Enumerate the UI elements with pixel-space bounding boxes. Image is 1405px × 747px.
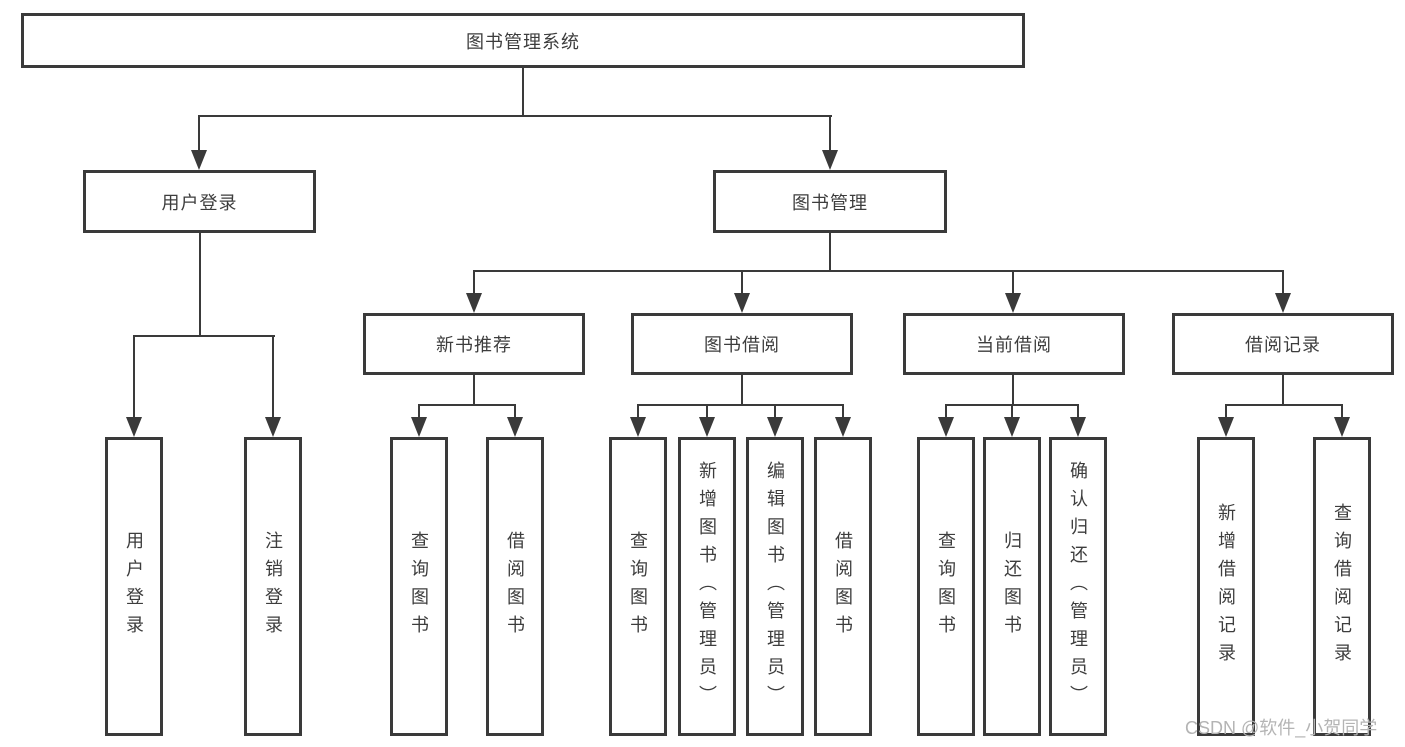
node-current-borrowing: 当前借阅 — [903, 313, 1125, 375]
connector-drop-leaf — [842, 404, 844, 419]
connector-drop-book-management — [829, 115, 831, 152]
connector-drop-new-books — [473, 270, 475, 295]
connector-current-stem — [1012, 375, 1014, 406]
arrow-down-icon — [1070, 417, 1086, 437]
arrow-down-icon — [835, 417, 851, 437]
connector-records-stem — [1282, 375, 1284, 406]
node-label: 确认归还（管理员） — [1068, 460, 1088, 713]
connector-drop-leaf — [133, 335, 135, 419]
connector-drop-current — [1012, 270, 1014, 295]
node-label: 查询借阅记录 — [1332, 502, 1352, 671]
node-label: 归还图书 — [1002, 530, 1022, 643]
node-label: 图书借阅 — [704, 335, 780, 355]
arrow-down-icon — [265, 417, 281, 437]
connector-drop-leaf — [418, 404, 420, 419]
arrow-down-icon — [1004, 417, 1020, 437]
leaf-borrow-books-borrowing: 借阅图书 — [814, 437, 872, 736]
connector-bookmgmt-stem — [829, 233, 831, 272]
arrow-down-icon — [1334, 417, 1350, 437]
connector-userlogin-hline — [133, 335, 275, 337]
connector-root-stem — [522, 68, 524, 117]
leaf-query-borrow-record: 查询借阅记录 — [1313, 437, 1371, 736]
connector-borrowing-stem — [741, 375, 743, 406]
arrow-down-icon — [126, 417, 142, 437]
node-label: 图书管理 — [792, 192, 868, 213]
node-label: 借阅图书 — [833, 530, 853, 643]
connector-drop-leaf — [945, 404, 947, 419]
node-book-borrowing: 图书借阅 — [631, 313, 853, 375]
arrow-down-icon — [822, 150, 838, 170]
arrow-down-icon — [1218, 417, 1234, 437]
leaf-return-book: 归还图书 — [983, 437, 1041, 736]
watermark: CSDN @软件_小贺同学 — [1185, 718, 1378, 738]
connector-records-hline — [1225, 404, 1343, 406]
connector-bookmgmt-hline — [473, 270, 1284, 272]
node-label: 注销登录 — [263, 530, 283, 643]
node-borrowing-records: 借阅记录 — [1172, 313, 1394, 375]
node-label: 新增借阅记录 — [1216, 502, 1236, 671]
leaf-add-book-admin: 新增图书（管理员） — [678, 437, 736, 736]
node-label: 借阅图书 — [505, 530, 525, 643]
node-library-system: 图书管理系统 — [21, 13, 1025, 68]
arrow-down-icon — [699, 417, 715, 437]
leaf-confirm-return-admin: 确认归还（管理员） — [1049, 437, 1107, 736]
connector-root-hline — [198, 115, 832, 117]
arrow-down-icon — [507, 417, 523, 437]
connector-newbooks-stem — [473, 375, 475, 406]
connector-drop-leaf — [774, 404, 776, 419]
arrow-down-icon — [411, 417, 427, 437]
node-new-book-recommend: 新书推荐 — [363, 313, 585, 375]
arrow-down-icon — [938, 417, 954, 437]
connector-drop-leaf — [1225, 404, 1227, 419]
leaf-query-books-current: 查询图书 — [917, 437, 975, 736]
node-label: 查询图书 — [628, 530, 648, 643]
arrow-down-icon — [767, 417, 783, 437]
node-label: 查询图书 — [409, 530, 429, 643]
connector-drop-leaf — [1341, 404, 1343, 419]
node-label: 新增图书（管理员） — [697, 460, 717, 713]
node-label: 用户登录 — [124, 530, 144, 643]
node-label: 图书管理系统 — [466, 31, 580, 52]
node-book-management: 图书管理 — [713, 170, 947, 233]
leaf-edit-book-admin: 编辑图书（管理员） — [746, 437, 804, 736]
leaf-borrow-books-recommend: 借阅图书 — [486, 437, 544, 736]
connector-newbooks-hline — [418, 404, 516, 406]
connector-drop-leaf — [706, 404, 708, 419]
node-label: 借阅记录 — [1245, 335, 1321, 355]
arrow-down-icon — [1005, 293, 1021, 313]
connector-drop-records — [1282, 270, 1284, 295]
arrow-down-icon — [630, 417, 646, 437]
arrow-down-icon — [1275, 293, 1291, 313]
arrow-down-icon — [191, 150, 207, 170]
connector-drop-leaf — [637, 404, 639, 419]
leaf-user-login: 用户登录 — [105, 437, 163, 736]
node-label: 当前借阅 — [976, 335, 1052, 355]
connector-drop-leaf — [514, 404, 516, 419]
connector-userlogin-stem — [199, 233, 201, 337]
node-label: 用户登录 — [161, 192, 238, 213]
node-label: 查询图书 — [936, 530, 956, 643]
leaf-query-books-borrowing: 查询图书 — [609, 437, 667, 736]
connector-drop-leaf — [1077, 404, 1079, 419]
connector-drop-borrowing — [741, 270, 743, 295]
leaf-query-books-recommend: 查询图书 — [390, 437, 448, 736]
node-label: 编辑图书（管理员） — [765, 460, 785, 713]
arrow-down-icon — [466, 293, 482, 313]
connector-drop-user-login — [198, 115, 200, 152]
arrow-down-icon — [734, 293, 750, 313]
connector-drop-leaf — [272, 335, 274, 419]
connector-drop-leaf — [1011, 404, 1013, 419]
leaf-add-borrow-record: 新增借阅记录 — [1197, 437, 1255, 736]
leaf-logout: 注销登录 — [244, 437, 302, 736]
node-label: 新书推荐 — [436, 335, 512, 355]
connector-borrowing-hline — [637, 404, 844, 406]
node-user-login: 用户登录 — [83, 170, 316, 233]
